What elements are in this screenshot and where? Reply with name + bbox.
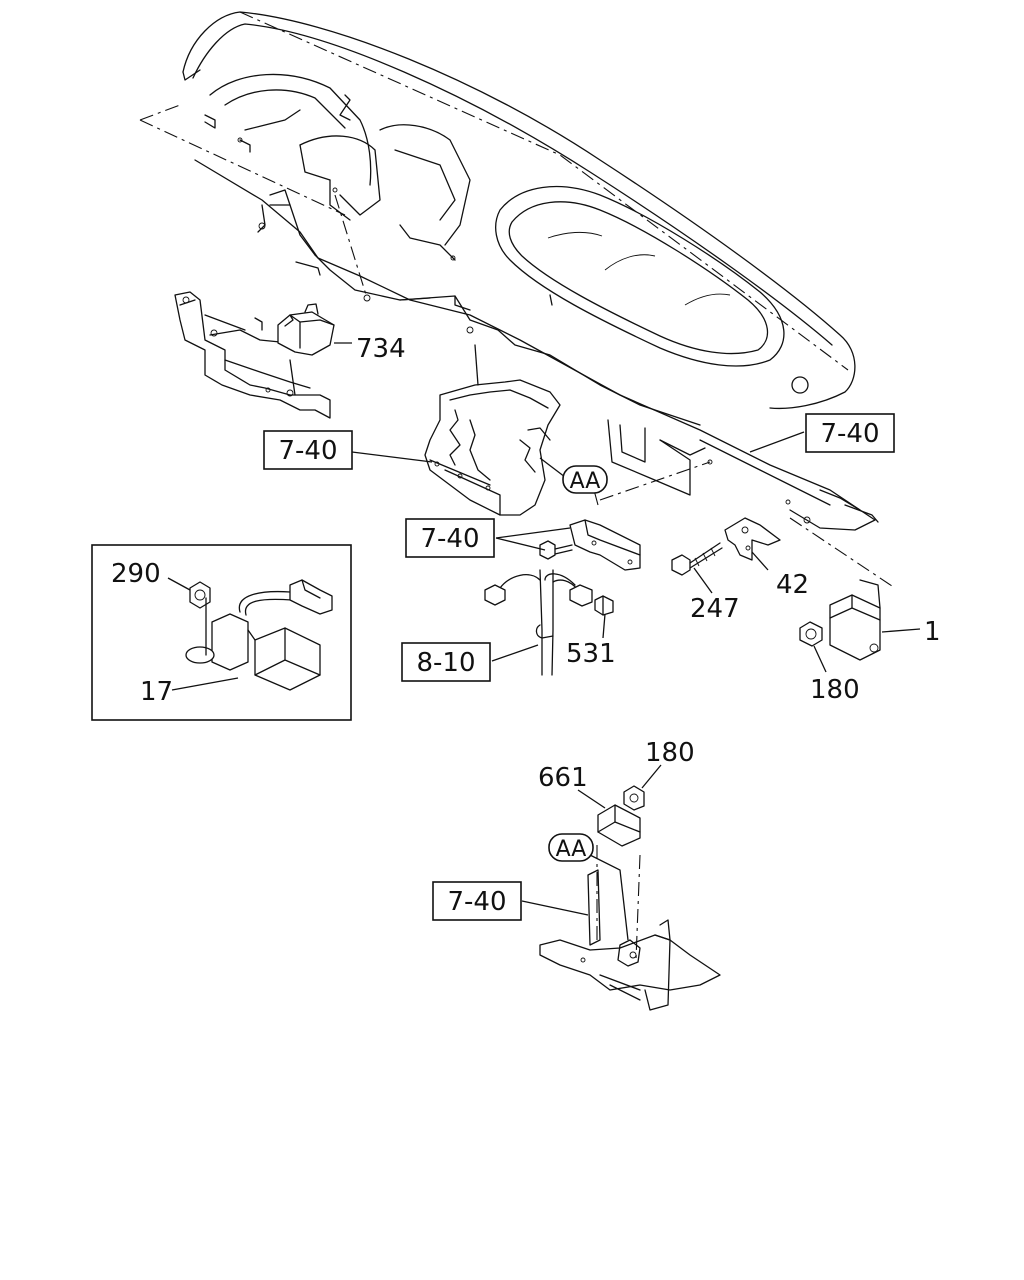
part-42-bracket xyxy=(724,517,781,561)
ref-label: 7-40 xyxy=(447,887,506,917)
ref-label: 8-10 xyxy=(416,648,475,678)
ref-box-7-40-mid[interactable]: 7-40 xyxy=(405,518,495,558)
ref-label: 7-40 xyxy=(420,524,479,554)
ref-label: 7-40 xyxy=(278,436,337,466)
ref-label: 7-40 xyxy=(820,419,879,449)
mid-bracket xyxy=(539,519,641,571)
part-734-relay xyxy=(277,303,335,356)
part-180-nut-right xyxy=(799,621,823,647)
part-180-nut-bottom xyxy=(623,785,645,811)
instrument-panel xyxy=(182,11,856,410)
center-console-bracket xyxy=(424,344,561,516)
callout-531[interactable]: 531 xyxy=(566,639,616,669)
part-1-sensor xyxy=(829,579,881,661)
callout-290[interactable]: 290 xyxy=(111,559,161,589)
callout-42[interactable]: 42 xyxy=(776,570,809,600)
ref-box-8-10[interactable]: 8-10 xyxy=(401,642,491,682)
left-bracket-assembly xyxy=(174,291,331,419)
callout-247[interactable]: 247 xyxy=(690,594,740,624)
callout-661[interactable]: 661 xyxy=(538,763,588,793)
ref-box-7-40-left[interactable]: 7-40 xyxy=(263,430,353,470)
inset-detail-box xyxy=(91,544,352,721)
cross-member-beam xyxy=(194,159,879,531)
leader-lines xyxy=(167,342,921,941)
tag-aa-top[interactable]: AA xyxy=(562,465,608,494)
tag-label: AA xyxy=(556,837,587,862)
ref-box-7-40-right[interactable]: 7-40 xyxy=(805,413,895,453)
callout-734[interactable]: 734 xyxy=(356,334,406,364)
part-661-sensor xyxy=(597,804,641,847)
callout-180-bottom[interactable]: 180 xyxy=(645,738,695,768)
tag-aa-bottom[interactable]: AA xyxy=(548,833,594,862)
part-247-screw xyxy=(671,542,723,576)
lower-bracket-assembly xyxy=(539,869,721,1011)
mounting-plane-lines xyxy=(139,11,896,961)
callout-17[interactable]: 17 xyxy=(140,677,173,707)
wire-harness xyxy=(484,569,614,676)
callout-1[interactable]: 1 xyxy=(924,617,941,647)
callout-180-right[interactable]: 180 xyxy=(810,675,860,705)
ref-box-7-40-bottom[interactable]: 7-40 xyxy=(432,881,522,921)
tag-label: AA xyxy=(570,469,601,494)
